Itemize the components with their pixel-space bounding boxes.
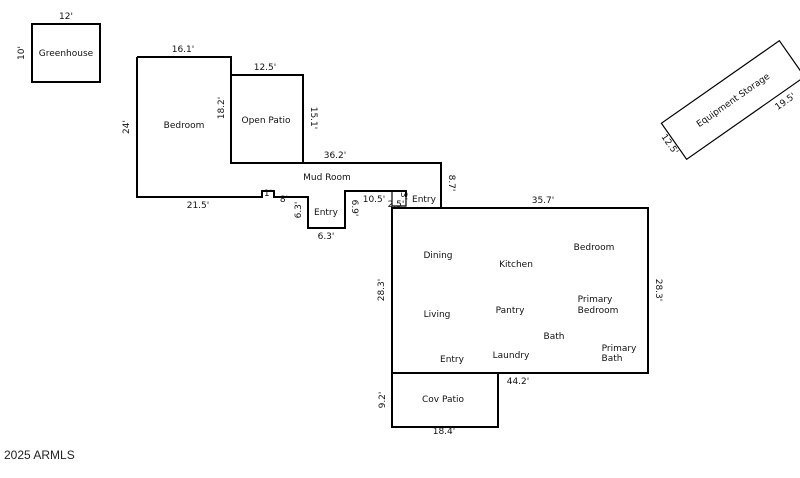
room-primary-bedroom-line1: Primary: [578, 295, 613, 305]
upper-wing-outline: [136, 56, 442, 229]
dim-open-patio-inner: 18.2': [217, 97, 227, 120]
entry-step-wall: [391, 191, 407, 207]
main-house: [391, 207, 649, 428]
greenhouse-outline: [31, 23, 101, 83]
dim-main-top: 35.7': [532, 196, 555, 206]
room-entry-lower: Entry: [440, 355, 465, 365]
room-living: Living: [424, 310, 451, 320]
room-primary-bath-line2: Bath: [602, 354, 623, 364]
dim-entry-right: 6.9': [349, 200, 359, 217]
room-entry-right: Entry: [412, 195, 437, 205]
copyright-text: 2025 ARMLS: [4, 448, 75, 462]
room-open-patio: Open Patio: [242, 116, 291, 126]
dim-entry-bottom: 6.3': [318, 232, 335, 242]
room-bedroom-upper: Bedroom: [164, 121, 205, 131]
room-entry-mid: Entry: [314, 208, 339, 218]
covered-patio-outline: [391, 373, 499, 428]
dim-bedroom-top: 16.1': [172, 45, 195, 55]
storage-label: Equipment Storage: [695, 72, 772, 130]
dim-entry-left: 6.3': [294, 202, 304, 219]
room-kitchen: Kitchen: [499, 260, 533, 270]
room-primary-bedroom-line2: Bedroom: [578, 306, 619, 316]
room-dining: Dining: [423, 251, 452, 261]
dim-open-patio-top: 12.5': [254, 63, 277, 73]
greenhouse-depth-dim: 10': [17, 46, 27, 60]
storage-width-dim: 19.5': [774, 92, 798, 113]
dim-main-bottom: 44.2': [507, 377, 530, 387]
dim-step-small: 1': [264, 189, 272, 199]
room-pantry: Pantry: [496, 306, 525, 316]
storage-outline: [660, 39, 800, 161]
dim-main-left: 28.3': [377, 279, 387, 302]
room-bath: Bath: [544, 332, 565, 342]
upper-wing: [136, 56, 442, 229]
open-patio-inner-wall: [230, 75, 303, 164]
main-house-outline: [391, 207, 649, 374]
dim-mud-top: 36.2': [324, 151, 347, 161]
room-cov-patio: Cov Patio: [422, 395, 465, 405]
dim-step-8: 8': [280, 195, 288, 205]
dim-mud-bottom: 21.5': [187, 201, 210, 211]
dim-step-10-5: 10.5': [363, 195, 386, 205]
dim-patio-left: 9.2': [378, 392, 388, 409]
greenhouse-label: Greenhouse: [39, 49, 94, 59]
equipment-storage: Equipment Storage 19.5' 12.5': [659, 39, 800, 161]
dim-main-right: 28.3': [653, 279, 663, 302]
dim-bedroom-left: 24': [122, 120, 132, 134]
room-laundry: Laundry: [493, 351, 530, 361]
room-bedroom-right: Bedroom: [574, 243, 615, 253]
room-primary-bath-line1: Primary: [602, 344, 637, 354]
room-mud-room: Mud Room: [303, 173, 351, 183]
dim-patio-bottom: 18.4': [433, 427, 456, 437]
greenhouse: Greenhouse 12' 10': [17, 12, 101, 83]
dim-step-3: 3': [398, 192, 408, 200]
dim-step-2-5: 2.5': [388, 200, 405, 210]
dim-open-patio-right: 15.1': [308, 107, 318, 130]
dim-mud-right: 8.7': [446, 175, 456, 192]
greenhouse-width-dim: 12': [59, 12, 73, 22]
